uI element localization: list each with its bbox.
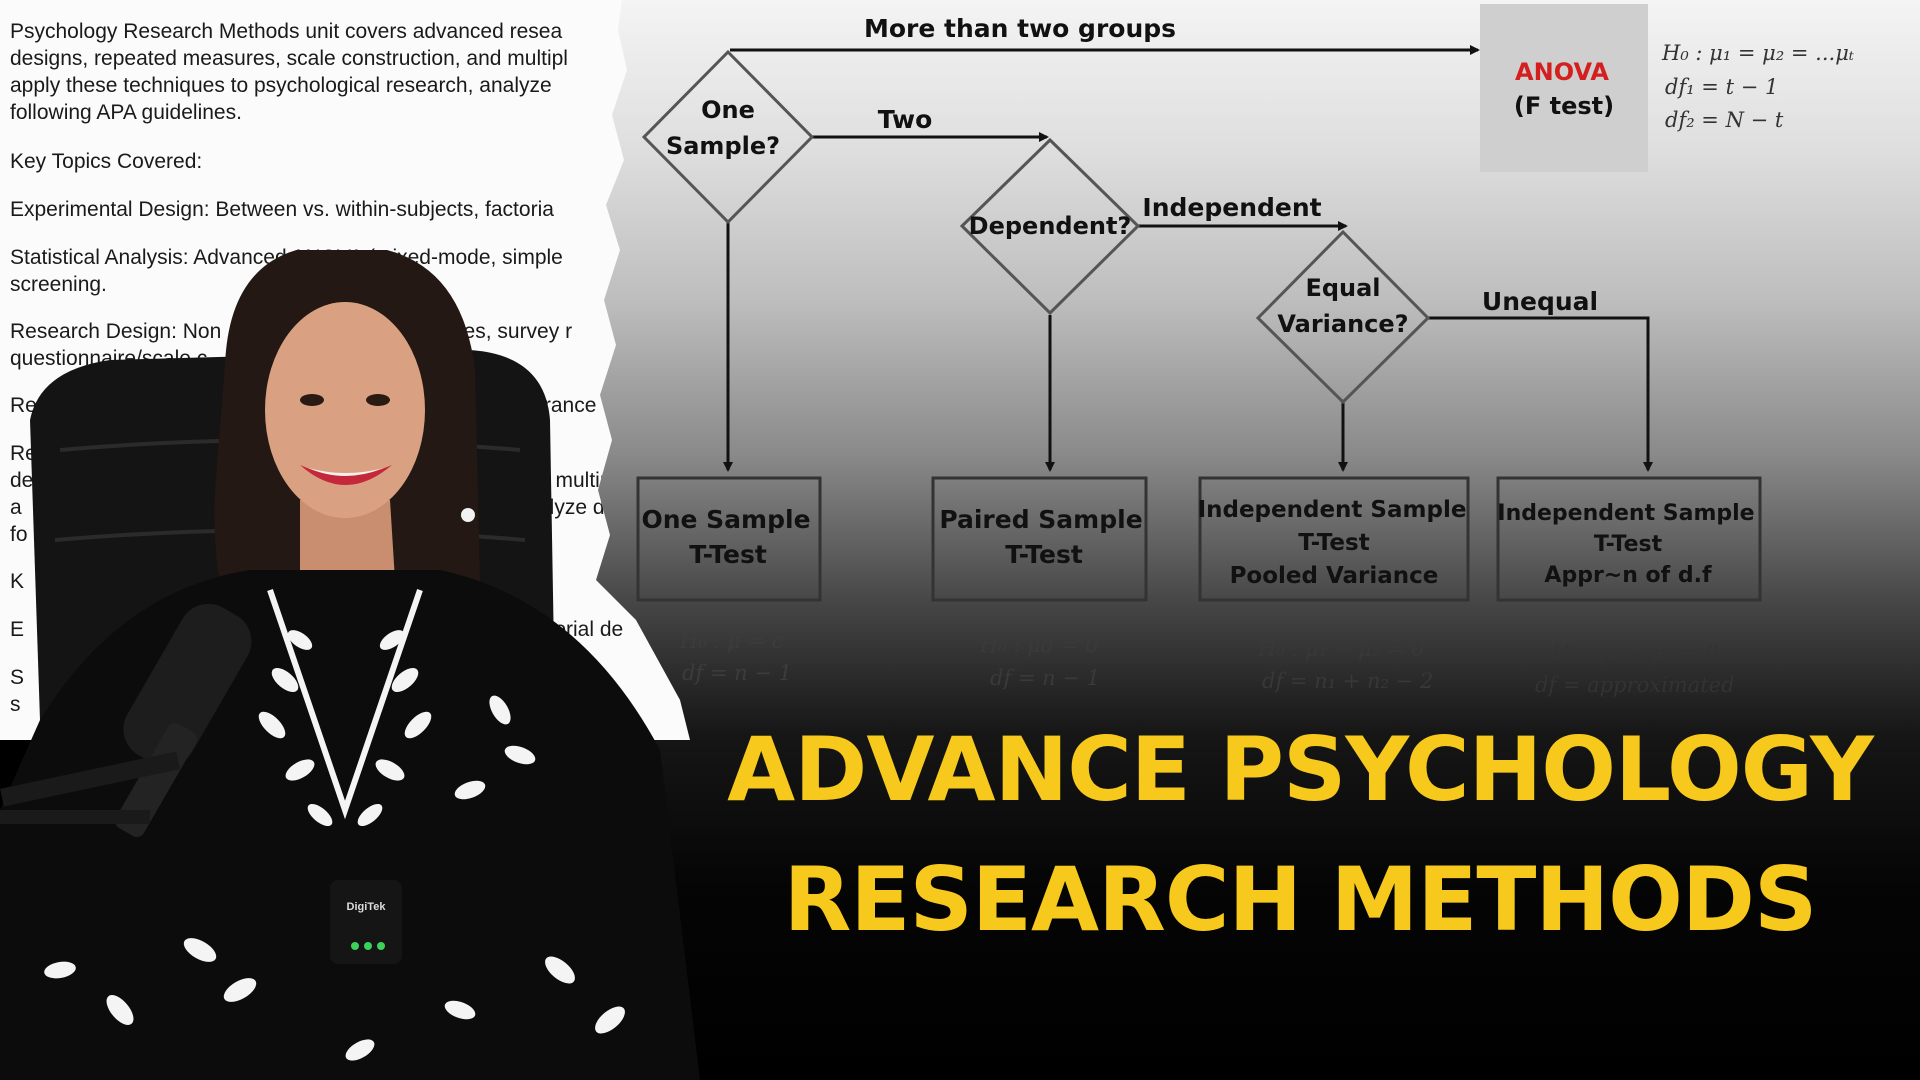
edge-label-unequal: Unequal <box>1482 287 1598 316</box>
anova-subtitle: (F test) <box>1514 92 1614 120</box>
document-line: Re <box>10 442 37 465</box>
document-line: s <box>10 693 21 716</box>
decision-equal-variance-label-1: Equal <box>1305 274 1380 302</box>
formula-paired-df: df = n − 1 <box>990 666 1100 690</box>
title-line-1: ADVANCE PSYCHOLOGY <box>727 718 1874 821</box>
anova-formula-df1: df₁ = t − 1 <box>1665 75 1778 99</box>
document-line: Research Design: Non <box>10 320 222 343</box>
neck <box>300 500 395 580</box>
anova-title: ANOVA <box>1515 58 1609 86</box>
document-line: S <box>10 666 25 689</box>
result-appr-label-1: Independent Sample <box>1497 501 1754 526</box>
mic-led-1 <box>351 942 359 950</box>
title-line-2: RESEARCH METHODS <box>783 848 1818 951</box>
presenter-photo: DigiTek <box>0 250 700 1080</box>
result-one-sample-label-2: T-Test <box>689 540 767 569</box>
result-appr-label-3: Appr~n of d.f <box>1544 563 1712 588</box>
formula-pooled-h0: H₀ : μ₁ − μ₂ = 0 <box>1257 637 1425 661</box>
earring-icon <box>461 508 475 522</box>
teeth <box>308 468 384 476</box>
formula-pooled-df: df = n₁ + n₂ − 2 <box>1262 669 1433 693</box>
lapel-mic <box>330 880 402 964</box>
decision-one-sample-label-1: One <box>701 96 755 124</box>
result-pooled-label-1: Independent Sample <box>1198 497 1467 523</box>
document-line-fragment: alyze da <box>538 496 617 519</box>
document-line: Key Topics Covered: <box>10 150 203 173</box>
document-line: apply these techniques to psychological … <box>10 74 552 97</box>
decision-dependent <box>959 137 1141 316</box>
statistical-test-flowchart: More than two groups Two Independent Une… <box>636 4 1854 697</box>
edge-label-independent: Independent <box>1142 193 1321 222</box>
left-eye <box>300 394 324 406</box>
result-pooled-label-3: Pooled Variance <box>1230 563 1439 589</box>
decision-equal-variance-label-2: Variance? <box>1277 310 1408 338</box>
document-line: a <box>10 496 22 519</box>
document-line: Experimental Design: Between vs. within-… <box>10 198 554 221</box>
result-paired-label-2: T-Test <box>1005 540 1083 569</box>
formula-one-h0: H₀ : μ = c <box>679 629 784 653</box>
document-line: screening. <box>10 273 107 296</box>
right-eye <box>366 394 390 406</box>
gradient-background <box>560 0 1920 1080</box>
decision-dependent-label: Dependent? <box>969 212 1132 240</box>
edge-label-more-than-two: More than two groups <box>864 14 1176 43</box>
document-line: fo <box>10 523 28 546</box>
document-line: following APA guidelines. <box>10 101 242 124</box>
result-pooled-label-2: T-Test <box>1298 530 1369 556</box>
result-appr-box <box>1496 476 1762 602</box>
result-paired-label-1: Paired Sample <box>939 505 1142 534</box>
anova-formula-df2: df₂ = N − t <box>1665 108 1784 132</box>
document-line: designs, repeated measures, scale constr… <box>10 47 568 70</box>
decision-one-sample <box>641 49 815 225</box>
anova-box <box>1480 4 1648 172</box>
document-line-fragment: d multipl <box>538 469 617 492</box>
document-line: de <box>10 469 34 492</box>
result-appr-label-2: T-Test <box>1594 532 1663 557</box>
formula-paired-h0: H₀ : μd = 0 <box>979 633 1099 657</box>
edge-line-unequal <box>1428 316 1653 472</box>
anova-formula-h0: H₀ : μ₁ = μ₂ = ...μₜ <box>1661 41 1854 65</box>
embroidery-pattern <box>44 630 625 1061</box>
formula-one-df: df = n − 1 <box>682 661 792 685</box>
formula-appr-h0: H₀ : μ₁ − μ₂ = 0 <box>1551 641 1719 665</box>
result-one-sample-box <box>636 476 822 602</box>
mic-led-2 <box>364 942 372 950</box>
kurta <box>0 570 700 1080</box>
formula-appr-df: df = approximated <box>1535 673 1735 697</box>
lapel-mic-label: DigiTek <box>347 901 387 913</box>
decision-one-sample-label-2: Sample? <box>666 132 780 160</box>
neckline-trim <box>267 589 423 820</box>
mic-led-3 <box>377 942 385 950</box>
result-one-sample-label-1: One Sample <box>641 505 810 534</box>
face <box>265 302 425 518</box>
result-pooled-box <box>1198 476 1470 602</box>
result-paired-box <box>931 476 1148 602</box>
edge-label-two: Two <box>878 105 933 134</box>
microphone <box>0 603 252 838</box>
document-line: K <box>10 570 25 593</box>
document-line: Psychology Research Methods unit covers … <box>10 20 563 43</box>
document-line: E <box>10 618 25 641</box>
decision-equal-variance <box>1255 229 1431 405</box>
